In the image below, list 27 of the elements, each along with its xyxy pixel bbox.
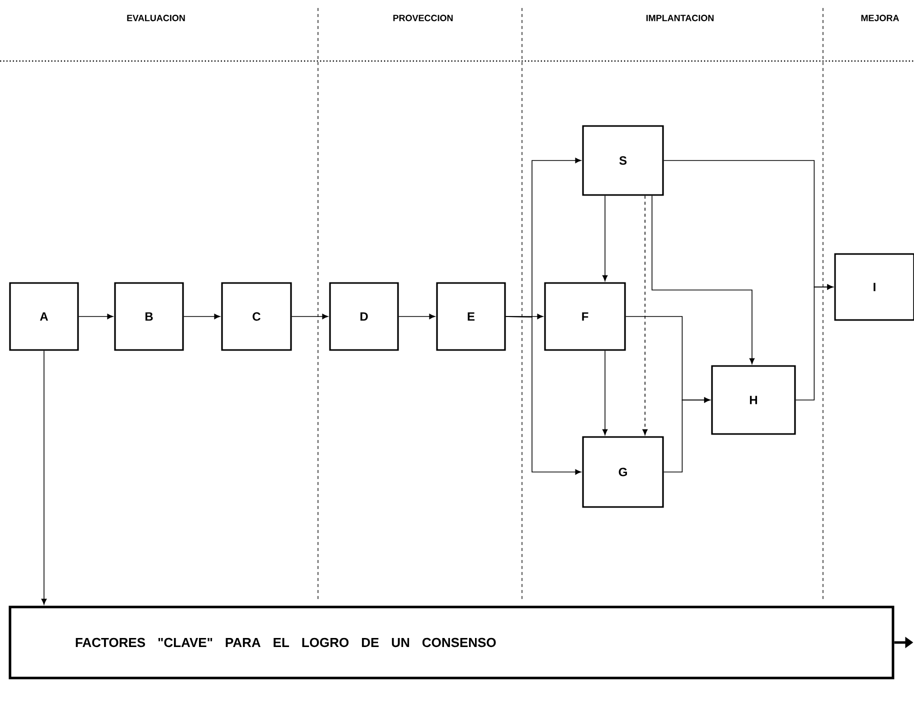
arrow (291, 314, 328, 320)
process-box: A (9, 282, 79, 351)
phase-heading: EVALUACION (127, 14, 185, 22)
arrow (663, 397, 710, 472)
process-box: E (436, 282, 506, 351)
phase-heading: PROVECCION (393, 14, 453, 22)
process-box: D (329, 282, 399, 351)
process-box: I (834, 253, 914, 321)
process-box: S (582, 125, 664, 196)
process-box: C (221, 282, 292, 351)
arrow (398, 314, 436, 320)
arrow (505, 316, 582, 475)
process-box: B (114, 282, 184, 351)
process-box: G (582, 436, 664, 508)
process-box: F (544, 282, 626, 351)
arrow (642, 195, 648, 436)
phase-heading: MEJORA (861, 14, 899, 22)
factor-box: FACTORES "CLAVE" PARA EL LOGRO DE UN CONSENSO (8, 606, 894, 680)
arrow (652, 195, 755, 364)
arrow (602, 195, 608, 282)
arrow (183, 314, 220, 320)
process-box: H (711, 365, 796, 435)
arrow (602, 350, 608, 436)
phase-heading: IMPLANTACION (646, 14, 714, 22)
arrow (41, 350, 47, 605)
arrow (78, 314, 114, 320)
arrow (795, 284, 834, 400)
